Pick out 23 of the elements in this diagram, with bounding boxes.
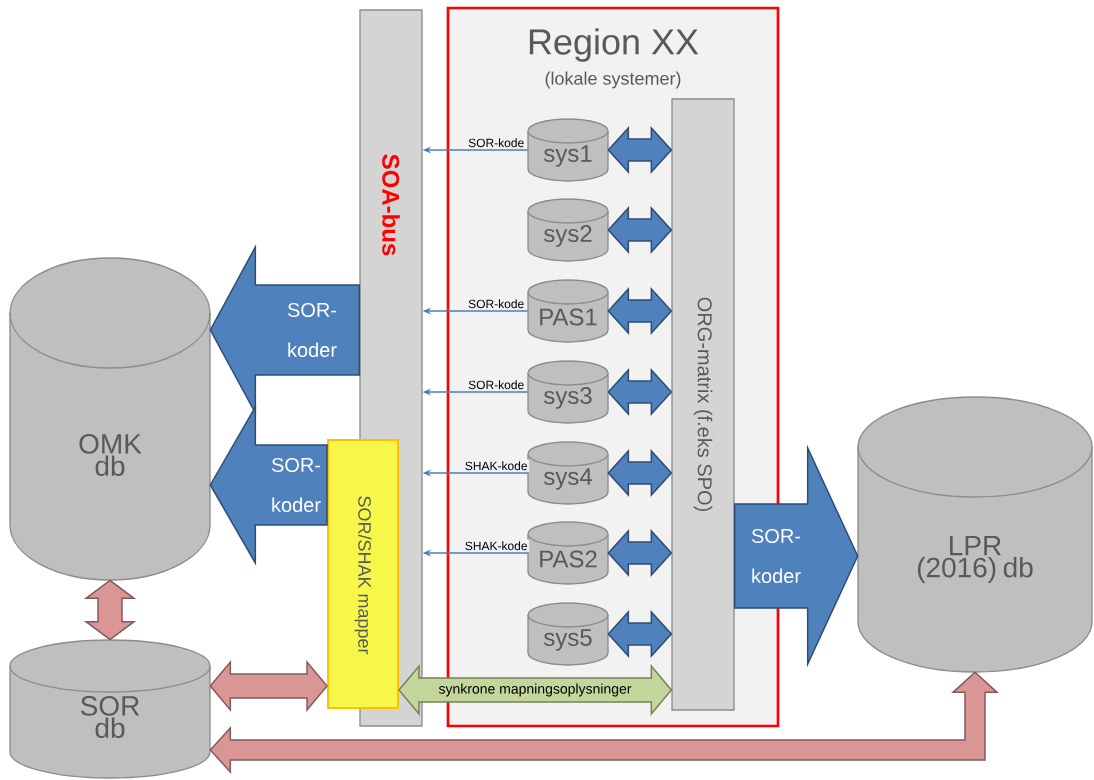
database-cylinder: PAS1 (527, 279, 609, 343)
block-arrow (607, 287, 673, 335)
database-cylinder: LPR (2016) db (857, 396, 1093, 673)
block-arrow (83, 579, 137, 641)
block-arrow (607, 126, 673, 174)
matrix-bar: ORG-matrix (f.eks SPO) (671, 98, 735, 711)
block-arrow (607, 610, 673, 658)
block-arrow (209, 659, 328, 713)
database-cylinder: sys1 (527, 118, 609, 182)
database-cylinder: PAS2 (527, 521, 609, 585)
database-cylinder: sys3 (527, 360, 609, 424)
block-arrow (607, 449, 673, 497)
block-arrow (607, 529, 673, 577)
block-arrow (607, 368, 673, 416)
edge-label: SOR- koder (285, 301, 337, 359)
database-cylinder: SOR db (9, 639, 211, 779)
database-cylinder: sys2 (527, 198, 609, 262)
edge-label: SOR- koder (269, 456, 321, 514)
database-cylinder: sys5 (527, 602, 609, 666)
mapper-bar: SOR/SHAK mapper (327, 439, 399, 709)
database-cylinder: OMK db (9, 257, 211, 581)
database-cylinder: sys4 (527, 441, 609, 505)
block-arrow (607, 206, 673, 254)
